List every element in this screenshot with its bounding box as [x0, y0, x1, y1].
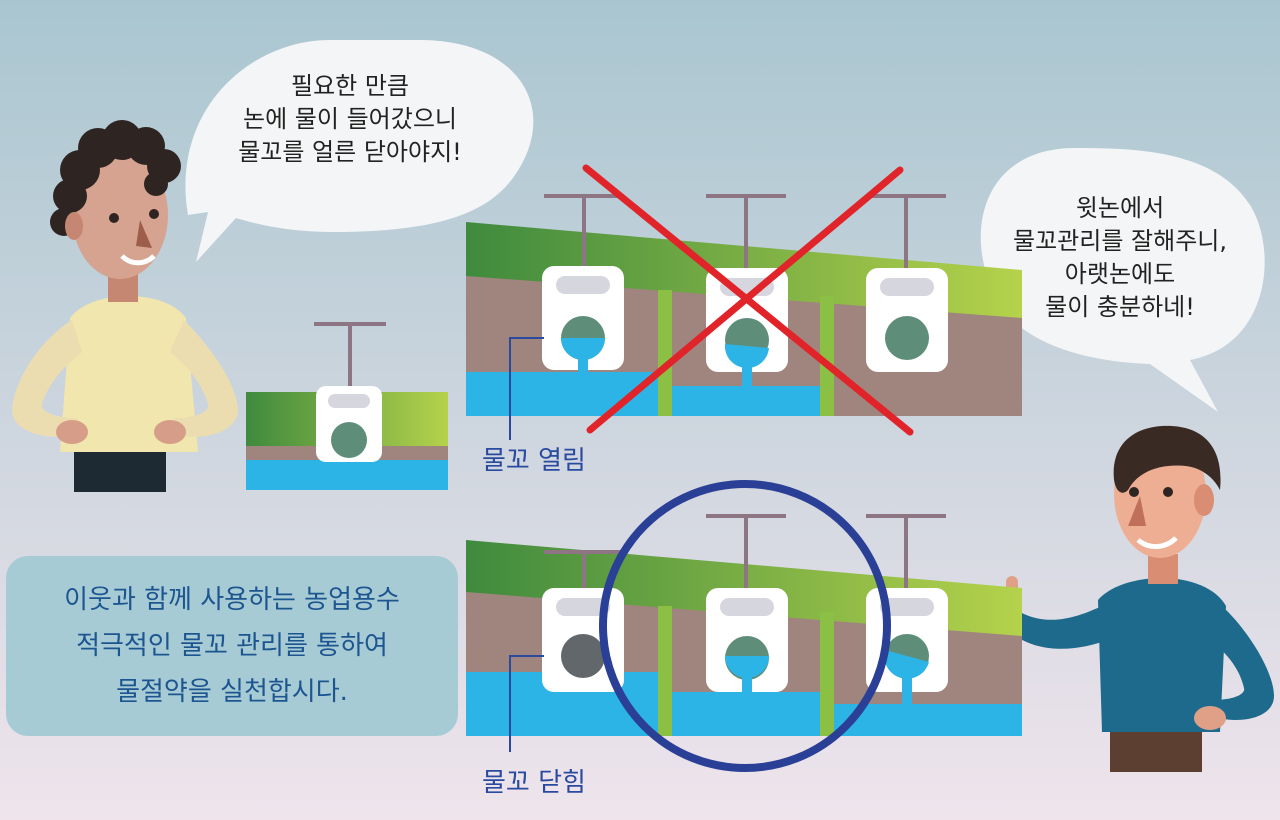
- right-bubble-text: 윗논에서 물꼬관리를 잘해주니, 아랫논에도 물이 충분하네!: [990, 192, 1250, 324]
- slogan-line: 적극적인 물꼬 관리를 통하여: [76, 631, 388, 661]
- circle-mark-icon: [599, 480, 891, 772]
- small-paddy: [246, 322, 448, 490]
- left-bubble-line: 필요한 만큼: [290, 72, 410, 100]
- right-bubble-line: 물꼬관리를 잘해주니,: [1013, 227, 1227, 255]
- cross-mark-icon: [582, 164, 914, 436]
- left-bubble-text: 필요한 만큼 논에 물이 들어갔으니 물꼬를 얼른 닫아야지!: [190, 70, 510, 169]
- right-bubble-line: 윗논에서: [1075, 194, 1165, 222]
- slogan-line: 물절약을 실천합시다.: [116, 677, 348, 707]
- gate-open-label: 물꼬 열림: [482, 446, 586, 476]
- right-man-figure: [986, 425, 1274, 772]
- slogan-line: 이웃과 함께 사용하는 농업용수: [64, 585, 400, 615]
- right-bubble-line: 아랫논에도: [1064, 260, 1176, 288]
- gate-closed-label: 물꼬 닫힘: [482, 768, 586, 798]
- right-bubble-line: 물이 충분하네!: [1045, 293, 1195, 321]
- slogan-box: 이웃과 함께 사용하는 농업용수 적극적인 물꼬 관리를 통하여 물절약을 실천…: [6, 556, 458, 736]
- left-speech-bubble: [185, 40, 534, 262]
- left-bubble-line: 물꼬를 얼른 닫아야지!: [238, 138, 462, 166]
- right-speech-bubble: [980, 148, 1265, 412]
- left-bubble-line: 논에 물이 들어갔으니: [243, 105, 457, 133]
- left-man-figure: [12, 120, 238, 492]
